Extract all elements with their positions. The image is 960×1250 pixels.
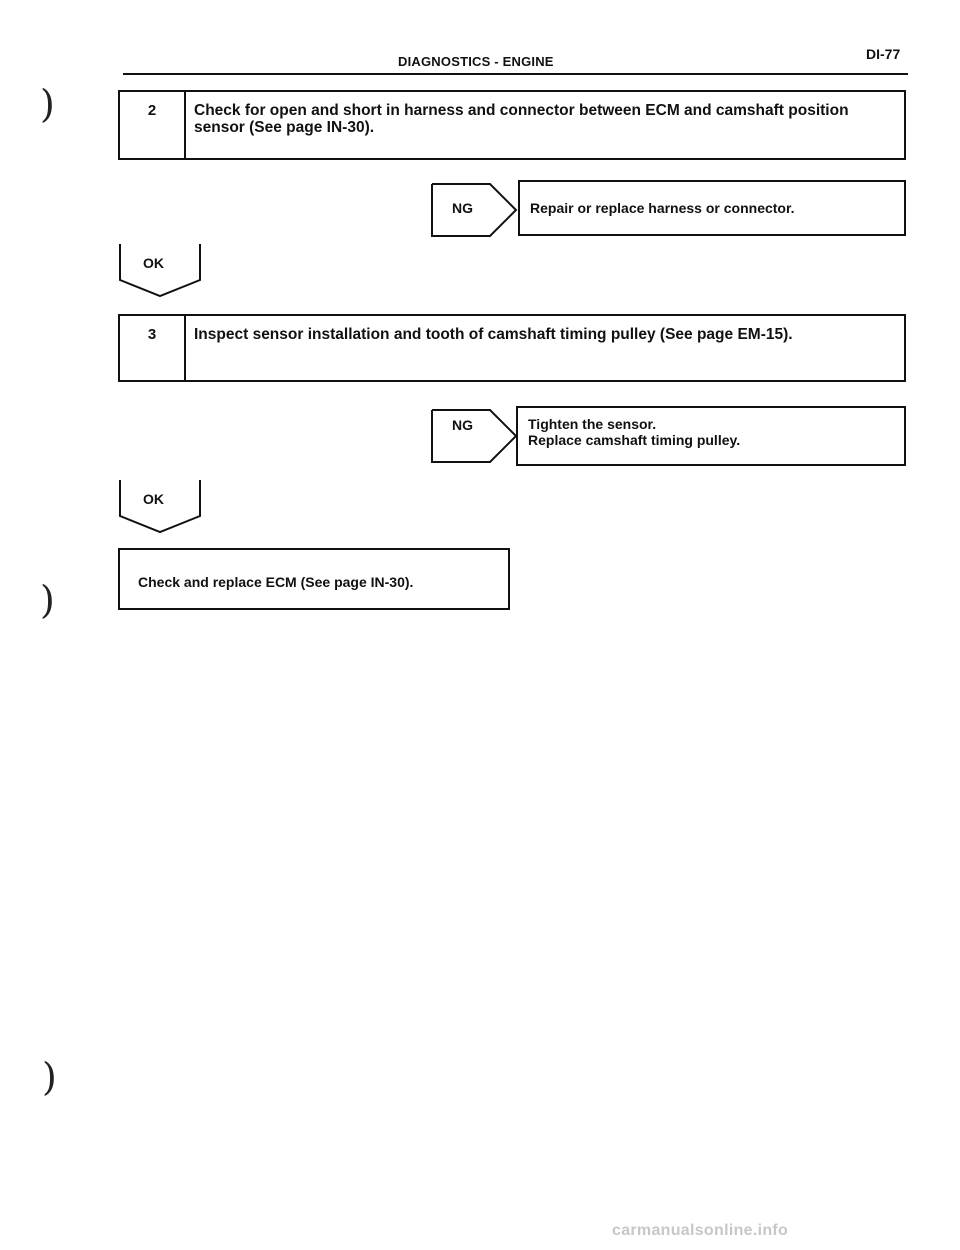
step-3-box: 3 Inspect sensor installation and tooth … — [118, 314, 906, 382]
ng-label: NG — [452, 417, 473, 433]
ok-label: OK — [143, 255, 164, 271]
ng-tab: NG — [430, 182, 522, 238]
ng-tab: NG — [430, 408, 522, 464]
ng-action-box: Tighten the sensor. Replace camshaft tim… — [516, 406, 906, 466]
header-rule — [123, 73, 908, 75]
watermark: carmanualsonline.info — [612, 1222, 789, 1239]
step-number: 2 — [120, 92, 186, 158]
ok-tab: OK — [118, 478, 202, 534]
ng-action-line-1: Tighten the sensor. — [528, 416, 657, 432]
ng-action-line-2: Replace camshaft timing pulley. — [528, 432, 741, 448]
margin-mark: ) — [42, 1055, 57, 1099]
ng-label: NG — [452, 200, 473, 216]
ng-action-box: Repair or replace harness or connector. — [518, 180, 906, 236]
page-number: DI-77 — [866, 46, 901, 62]
ng-action-text: Repair or replace harness or connector. — [530, 200, 795, 216]
final-step-box: Check and replace ECM (See page IN-30). — [118, 548, 510, 610]
final-step-text: Check and replace ECM (See page IN-30). — [138, 574, 414, 590]
step-instruction: Inspect sensor installation and tooth of… — [194, 326, 793, 343]
ok-tab: OK — [118, 242, 202, 298]
margin-mark: ) — [40, 578, 55, 622]
step-instruction: Check for open and short in harness and … — [194, 102, 849, 136]
step-number: 3 — [120, 316, 186, 380]
step-2-box: 2 Check for open and short in harness an… — [118, 90, 906, 160]
section-title: DIAGNOSTICS - ENGINE — [398, 54, 554, 69]
margin-mark: ) — [40, 82, 55, 126]
ok-label: OK — [143, 491, 164, 507]
